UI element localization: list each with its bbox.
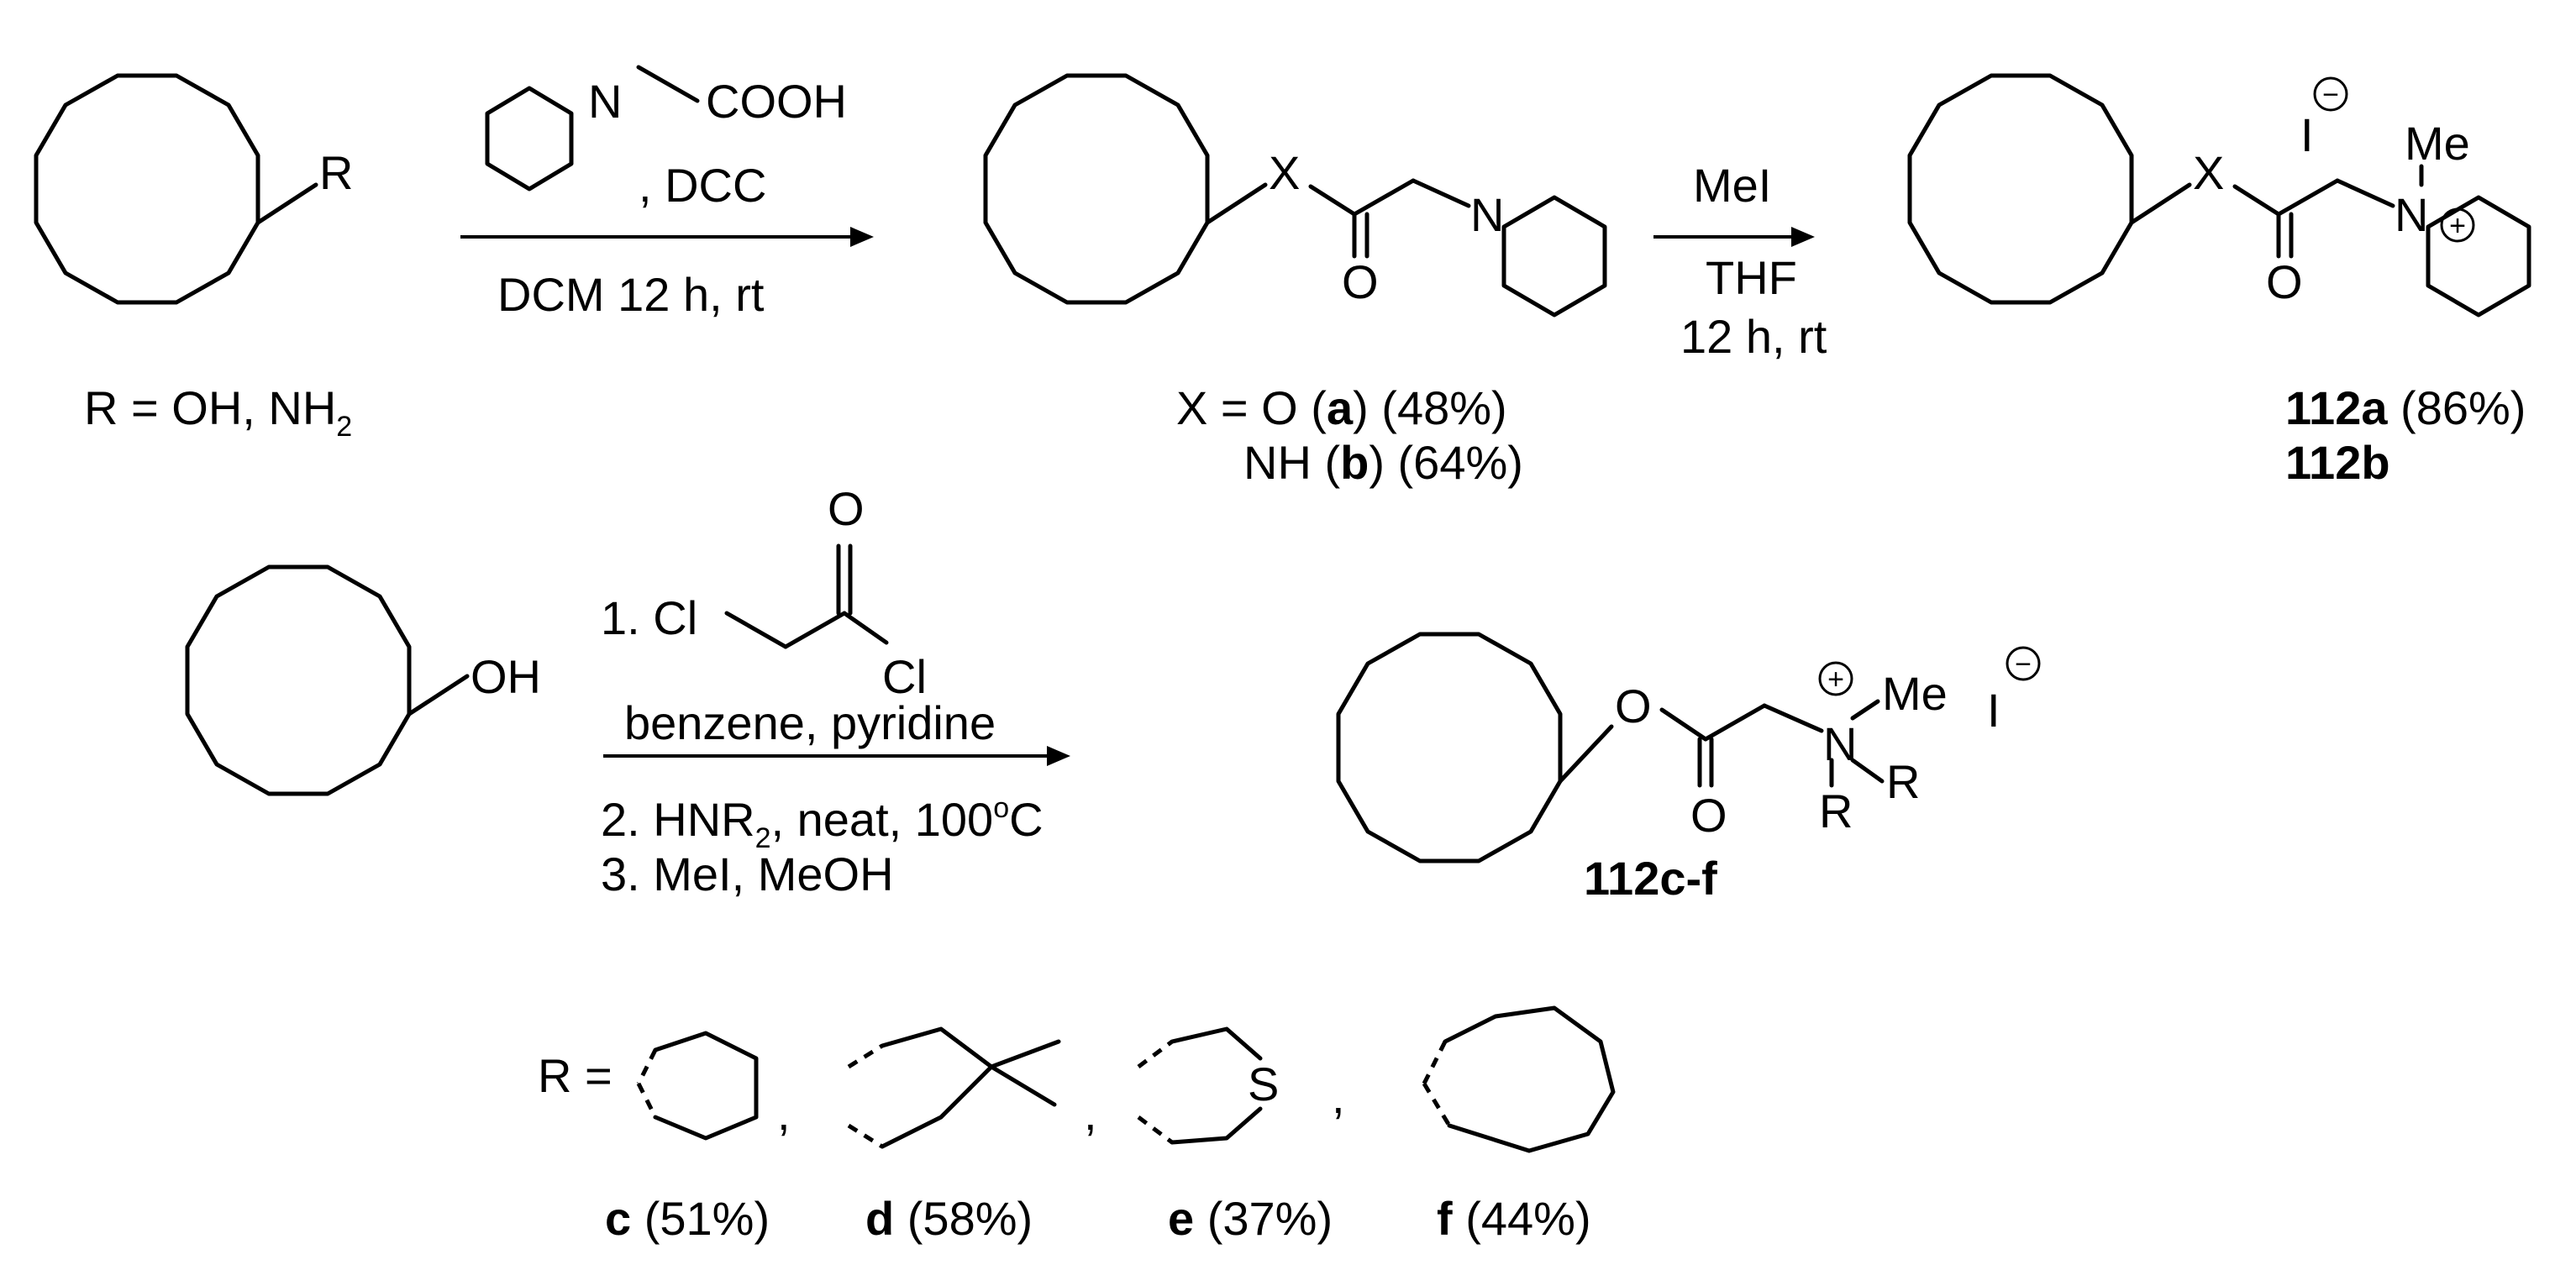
- step3-methylation: 3. MeI, MeOH: [601, 848, 894, 900]
- step1-solvents: benzene, pyridine: [624, 696, 996, 749]
- intermediate-nitrogen: N: [1470, 188, 1504, 241]
- product-methyl: Me: [2405, 117, 2470, 170]
- intermediate-linker-X: X: [1269, 146, 1300, 199]
- start-cyclododecyl-ring: [34, 73, 318, 305]
- start-substituent-definition: R = OH, NH2: [84, 381, 352, 443]
- step1-chloroacetyl-prefix: 1. Cl: [601, 591, 697, 644]
- ammonium-methyl: Me: [1882, 667, 1948, 720]
- r-group-f-azepane: [1422, 1005, 1616, 1153]
- r-group-prefix: R =: [538, 1049, 612, 1102]
- product-label-112c-f: 112c-f: [1584, 852, 1717, 905]
- svg-text:+: +: [1827, 664, 1844, 695]
- intermediate-label-b: NH (b) (64%): [1243, 436, 1523, 489]
- reaction-arrow-2: [1653, 227, 1815, 247]
- iodide-minus-charge: −: [2006, 646, 2041, 681]
- intermediate-piperidine-ring: [1501, 195, 1607, 318]
- reaction-arrow-1: [460, 227, 874, 247]
- r-group-c-pyrrolidine: [636, 1031, 759, 1141]
- product-linker-X: X: [2193, 146, 2224, 199]
- ammonium-R-group-2: R: [1819, 785, 1853, 837]
- product-nitrogen: N: [2395, 188, 2428, 241]
- product-carbonyl-oxygen: O: [2266, 255, 2303, 308]
- reagent-dcc: , DCC: [639, 159, 766, 212]
- ammonium-plus-charge: +: [1818, 661, 1853, 696]
- product-iodide: I: [2300, 108, 2314, 161]
- r-group-e-label: e (37%): [1168, 1192, 1333, 1245]
- product-plus-charge: +: [2440, 207, 2475, 243]
- r-group-c-label: c (51%): [605, 1192, 770, 1245]
- product-cyclododecyl-ring: [1907, 73, 2424, 305]
- r-group-d-dimethylpiperidine: [847, 1026, 1061, 1149]
- r-group-e-sulfur: S: [1248, 1058, 1279, 1110]
- r-group-f-label: f (44%): [1437, 1192, 1591, 1245]
- r-group-e-thiomorpholine: [1137, 1026, 1263, 1145]
- start-substituent-R: R: [319, 146, 353, 199]
- chloroacetyl-chlorine: Cl: [882, 650, 927, 703]
- svg-text:−: −: [2015, 648, 2032, 680]
- r-group-separator-2: ,: [1084, 1087, 1097, 1140]
- r-group-separator-3: ,: [1332, 1070, 1345, 1123]
- chloroacetyl-chloride-bonds: [724, 543, 889, 649]
- product-label-112a: 112a (86%): [2285, 381, 2526, 434]
- condition-solvent-time: DCM 12 h, rt: [497, 268, 765, 321]
- iodide-counterion: I: [1987, 684, 2000, 737]
- intermediate-label-a: X = O (a) (48%): [1176, 381, 1507, 434]
- reagent-piperidinylacetic-acid: [485, 65, 700, 192]
- alcohol-hydroxyl: OH: [471, 650, 541, 703]
- step2-solvent: THF: [1706, 251, 1797, 304]
- ammonium-nitrogen: N: [1823, 717, 1857, 770]
- chloroacetyl-oxygen: O: [828, 482, 865, 535]
- r-group-d-label: d (58%): [865, 1192, 1033, 1245]
- step2-amination: 2. HNR2, neat, 100oC: [601, 792, 1044, 854]
- ester-oxygen: O: [1615, 680, 1652, 732]
- svg-text:−: −: [2322, 79, 2339, 111]
- reaction-arrow-3: [603, 746, 1070, 766]
- intermediate-cyclododecyl-ring: [983, 73, 1471, 305]
- product-label-112b: 112b: [2285, 436, 2390, 489]
- svg-text:+: +: [2449, 210, 2466, 242]
- reagent-nitrogen: N: [588, 75, 622, 128]
- step2-conditions: 12 h, rt: [1680, 310, 1827, 363]
- alcohol-cyclododecyl-ring: [185, 564, 470, 796]
- ester-product-cyclododecyl-ring: [1336, 632, 1885, 863]
- ammonium-R-group-1: R: [1886, 755, 1920, 808]
- r-group-separator-1: ,: [777, 1087, 791, 1140]
- carbonyl-oxygen: O: [1690, 789, 1727, 842]
- step2-reagent-MeI: MeI: [1693, 159, 1771, 212]
- intermediate-carbonyl-oxygen: O: [1342, 255, 1379, 308]
- product-minus-charge: −: [2313, 76, 2348, 112]
- reagent-acid-group: COOH: [706, 75, 847, 128]
- product-piperidinium-ring: [2426, 195, 2531, 318]
